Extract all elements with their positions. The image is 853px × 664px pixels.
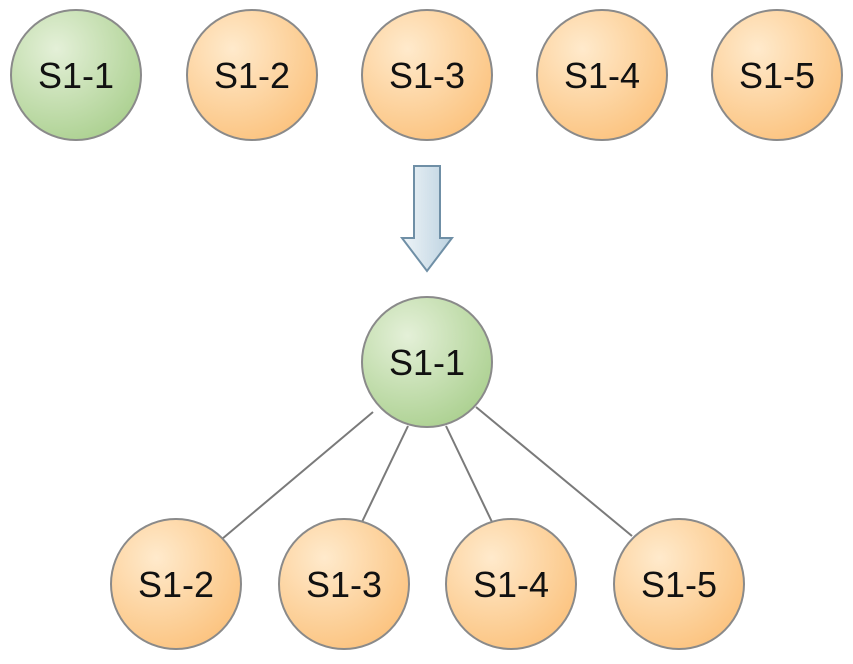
top-node-s1-2: S1-2 <box>186 9 318 141</box>
edge-root-to-s1-2 <box>221 411 374 540</box>
tree-children: S1-2 S1-3 S1-4 S1-5 <box>110 518 745 650</box>
top-node-s1-5: S1-5 <box>711 9 843 141</box>
top-node-s1-3-label: S1-3 <box>389 55 465 96</box>
tree-child-s1-5-label: S1-5 <box>641 564 717 605</box>
top-node-s1-3: S1-3 <box>361 9 493 141</box>
tree-child-s1-4-label: S1-4 <box>473 564 549 605</box>
tree-edges <box>221 406 633 540</box>
top-node-s1-1: S1-1 <box>10 9 142 141</box>
top-node-s1-4-label: S1-4 <box>564 55 640 96</box>
tree-child-node-s1-3: S1-3 <box>278 518 410 650</box>
tree-child-node-s1-4: S1-4 <box>445 518 577 650</box>
tree-child-s1-3-label: S1-3 <box>306 564 382 605</box>
tree-child-node-s1-2: S1-2 <box>110 518 242 650</box>
edge-root-to-s1-5 <box>475 406 633 537</box>
tree-root-node-s1-1: S1-1 <box>361 296 493 428</box>
top-node-s1-2-label: S1-2 <box>214 55 290 96</box>
tree-child-s1-2-label: S1-2 <box>138 564 214 605</box>
top-node-s1-4: S1-4 <box>536 9 668 141</box>
tree-root-label: S1-1 <box>389 342 465 383</box>
edge-root-to-s1-3 <box>361 425 409 523</box>
down-arrow-icon <box>399 165 455 273</box>
top-node-s1-1-label: S1-1 <box>38 55 114 96</box>
edge-root-to-s1-4 <box>445 425 493 523</box>
tree-child-node-s1-5: S1-5 <box>613 518 745 650</box>
top-node-s1-5-label: S1-5 <box>739 55 815 96</box>
top-row: S1-1 S1-2 S1-3 S1-4 S1-5 <box>10 9 843 141</box>
